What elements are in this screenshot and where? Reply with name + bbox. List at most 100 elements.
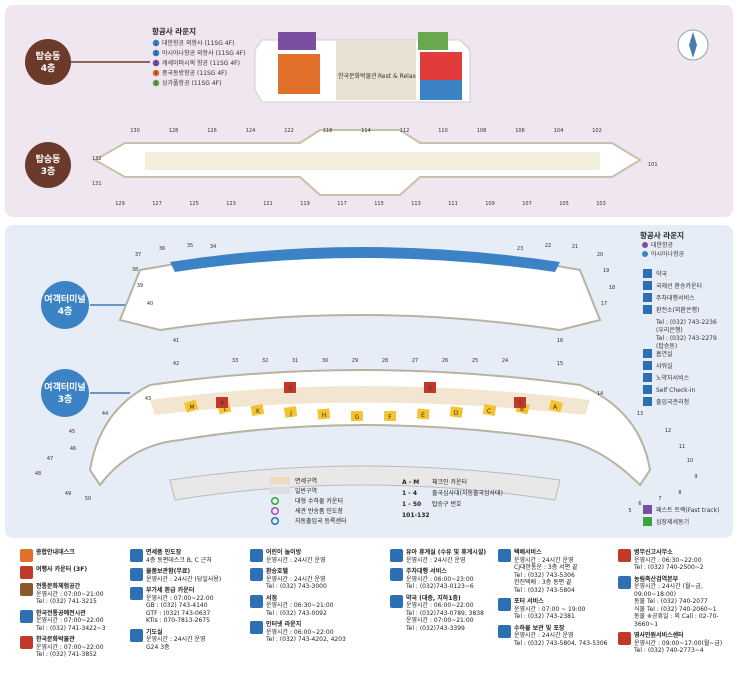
directory-line: Tel : (032)743-0789, 3838: [406, 609, 484, 617]
directory-line: 운영시간 : 24시간 운영: [406, 556, 466, 564]
directory-icon: [250, 549, 263, 562]
gate-107: 107: [522, 201, 532, 207]
gate-121: 121: [263, 201, 273, 207]
gate-15: 15: [557, 361, 563, 367]
checkin-L: L: [223, 406, 227, 413]
checkin-A: A: [553, 404, 558, 411]
gate-109: 109: [485, 201, 495, 207]
facility-legend-item: 패스트 트랙(Fast track): [656, 506, 719, 514]
gate-106: 106: [515, 128, 525, 134]
concourse-4f-line2: 4층: [41, 62, 56, 74]
concourse-3f-badge: 탑승동 3층: [25, 142, 71, 188]
facility-legend-item: 국제선 환승카운터: [656, 282, 702, 290]
terminal-3f-badge: 여객터미널 3층: [41, 369, 130, 417]
gate-14: 14: [597, 391, 603, 397]
gate-19: 19: [603, 268, 609, 274]
zone-legend-item: 자동출입국 등록센터: [295, 517, 347, 525]
gate-119: 119: [300, 201, 310, 207]
center-label-rest: Rest & Relax: [378, 73, 416, 80]
gate-33: 33: [232, 358, 238, 364]
directory-line: 동물 ※공휴일 : 외 Call : 02-70-3660~1: [634, 613, 719, 628]
terminal-lounge-title: 항공사 라운지: [640, 230, 684, 240]
directory-icon: [20, 566, 33, 579]
directory-line: 운영시간 : 24시간 (당일사용): [146, 575, 222, 583]
facility-legend-item: (탑승동): [656, 342, 677, 350]
directory-icon: [618, 632, 631, 645]
gate-25: 25: [472, 358, 478, 364]
terminal-4f-plan: [118, 247, 602, 332]
directory-icon: [498, 598, 511, 611]
directory-title: 영사민원서비스센터: [634, 632, 684, 639]
counter-legend-key: A - M: [402, 479, 419, 486]
gate-26: 26: [442, 358, 448, 364]
facility-legend-item: 흡연실: [656, 350, 673, 358]
gate-44: 44: [102, 411, 108, 417]
directory-item: 여행사 카운터 (3F): [20, 566, 115, 579]
directory-icon: [390, 549, 403, 562]
directory-line: 운영시간 : 06:00~23:00: [406, 575, 474, 583]
terminal-3f-line2: 3층: [58, 393, 73, 405]
directory-title: 서점: [266, 594, 278, 602]
directory-icon: [618, 575, 631, 589]
gate-36: 36: [159, 246, 165, 252]
gate-111: 111: [448, 201, 458, 207]
immigration-1: 1: [518, 400, 522, 407]
directory-title: 택배서비스: [514, 549, 542, 556]
directory-title: 병무신고사무소: [634, 549, 673, 556]
facility-icon: [643, 397, 652, 406]
lounge-number: 4: [154, 71, 157, 77]
gate-24: 24: [502, 358, 508, 364]
zone-ring: [270, 496, 280, 506]
gate-31: 31: [292, 358, 298, 364]
gate-17: 17: [601, 301, 607, 307]
directory-title: 전통문화체험공간: [36, 583, 81, 590]
gate-131: 131: [92, 181, 102, 187]
directory-line: 운영시간 : 07:00~22:00: [146, 594, 214, 602]
gate-127: 127: [152, 201, 162, 207]
directory-line: GB : (032) 743-4140: [146, 602, 208, 609]
checkin-counter-box: [482, 404, 497, 417]
gate-30: 30: [322, 358, 328, 364]
directory-line: 운영시간 : 06:30~22:00: [634, 556, 702, 564]
directory-line: Tel : (032) 740-2500~2: [634, 564, 704, 571]
gate-103: 103: [596, 201, 606, 207]
directory-line: CJ대한통운 : 3층 서편 끝: [514, 564, 578, 571]
gate-130: 130: [130, 128, 140, 134]
gate-22: 22: [545, 243, 551, 249]
directory-icon: [498, 549, 511, 562]
facility-legend-item: (우리은행): [656, 326, 683, 334]
gate-49: 49: [65, 491, 71, 497]
facility-icon: [643, 269, 652, 278]
facility-icon: [643, 505, 652, 514]
terminal-4f-badge: 여객터미널 4층: [41, 281, 130, 329]
directory-title: 부가세 환급 카운터: [146, 587, 195, 594]
directory-title: 여행사 카운터 (3F): [36, 566, 88, 573]
directory-title: 유아 휴게실 (수유 및 휴게시설): [406, 549, 487, 556]
gate-45: 45: [69, 429, 75, 435]
facility-legend-bottom: 패스트 트랙(Fast track)심장제세동기: [643, 505, 719, 526]
gate-110: 110: [438, 128, 448, 134]
directory-icon: [130, 549, 143, 562]
directory-line: 식물 Tel : (032) 740-2060~1: [634, 605, 717, 613]
zone-legend-item: 세관 반송품 인도장: [295, 507, 343, 515]
gate-8: 8: [678, 490, 681, 496]
facility-legend-item: Self Check-in: [656, 387, 695, 394]
checkin-J: J: [289, 410, 292, 417]
gate-122: 122: [284, 128, 294, 134]
gate-20: 20: [597, 252, 603, 258]
gate-124: 124: [246, 128, 256, 134]
counter-legend-key: 1 - 4: [402, 490, 417, 497]
